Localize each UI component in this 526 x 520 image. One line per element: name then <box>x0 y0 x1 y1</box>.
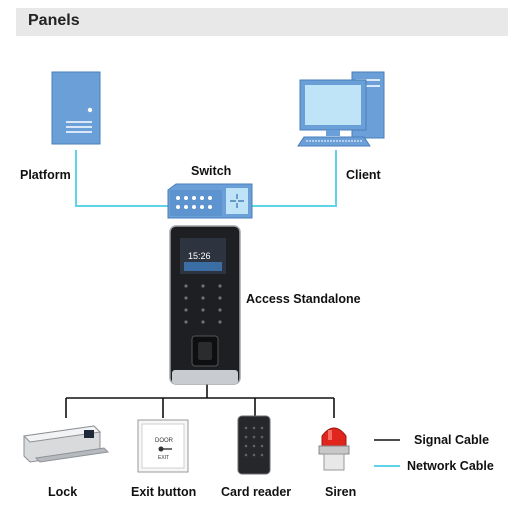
platform-label: Platform <box>20 168 71 182</box>
lock-label: Lock <box>48 485 78 499</box>
exit-button-label: Exit button <box>131 485 197 499</box>
legend <box>374 439 400 467</box>
exit-button-icon <box>137 419 189 473</box>
legend-signal-label: Signal Cable <box>414 433 490 447</box>
platform-server-icon <box>51 71 101 145</box>
page-title: Panels <box>28 12 80 29</box>
switch-label: Switch <box>191 164 232 178</box>
lock-icon <box>22 425 110 463</box>
legend-network-label: Network Cable <box>407 459 494 473</box>
panels-header: Panels <box>16 8 508 36</box>
card-reader-label: Card reader <box>221 485 292 499</box>
access-standalone-device <box>169 225 241 385</box>
exit-sign-door: DOOR <box>155 438 174 444</box>
card-reader-icon <box>237 415 271 475</box>
siren-icon <box>318 427 350 471</box>
client-label: Client <box>346 168 381 182</box>
network-cables <box>75 150 337 207</box>
access-standalone-label: Access Standalone <box>246 292 361 306</box>
switch-icon <box>167 183 253 219</box>
signal-cables <box>65 382 335 418</box>
siren-label: Siren <box>325 485 357 499</box>
device-clock: 15:26 <box>188 251 211 261</box>
exit-sign-exit: EXIT <box>158 455 169 461</box>
client-computer-icon <box>297 71 385 147</box>
